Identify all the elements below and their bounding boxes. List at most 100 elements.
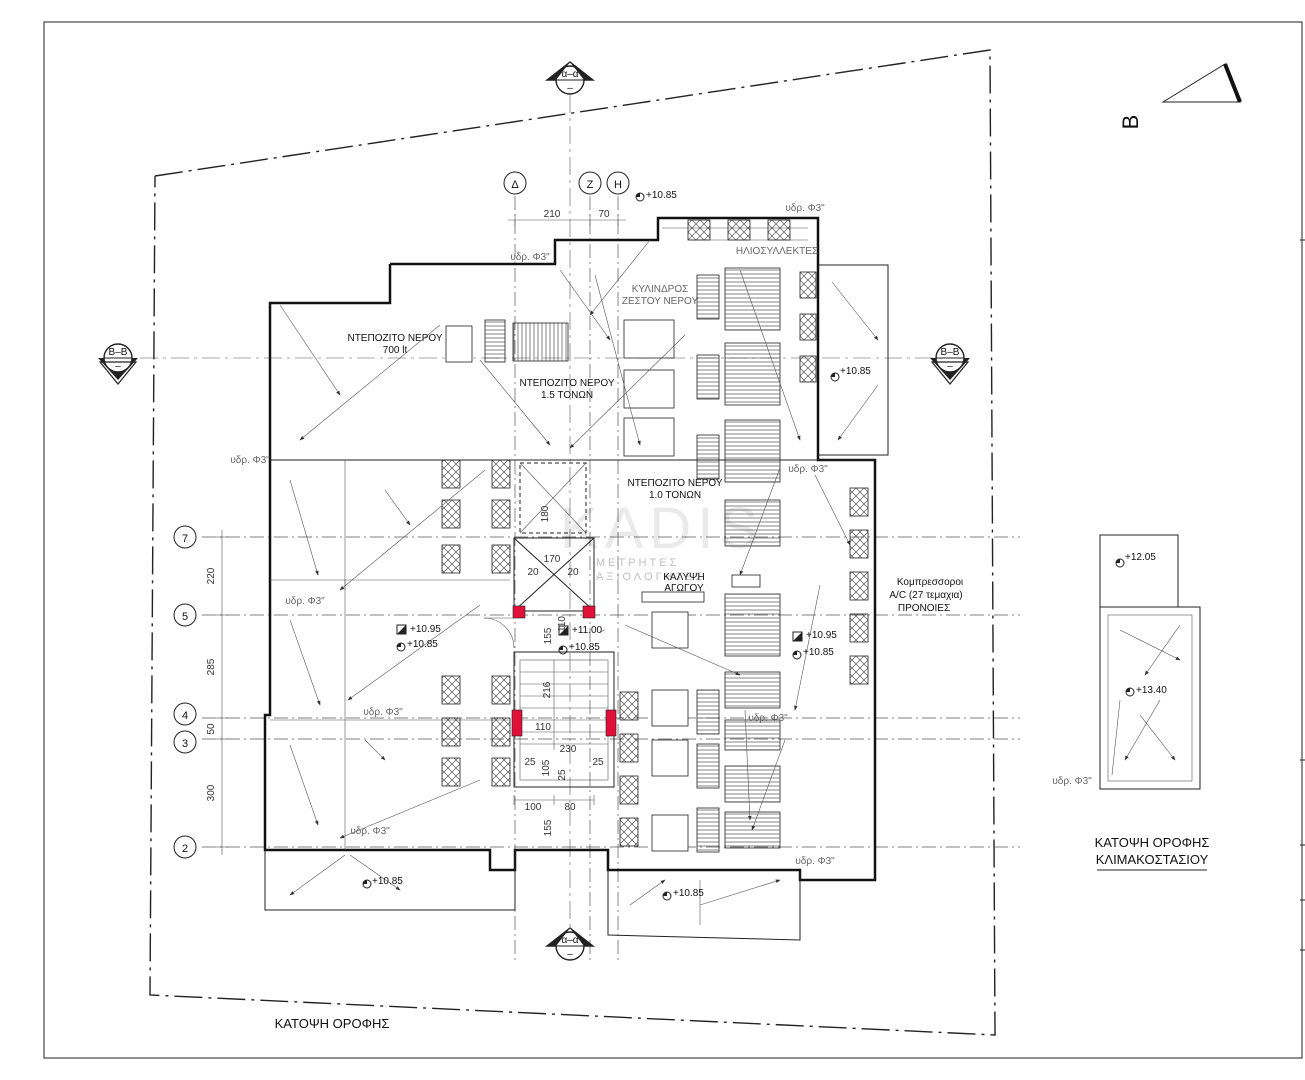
svg-text:4: 4 — [182, 710, 188, 722]
level-symbol-icon — [1125, 687, 1135, 697]
svg-text:25: 25 — [557, 769, 568, 781]
svg-text:υδρ. Φ3": υδρ. Φ3" — [748, 713, 788, 724]
svg-text:300: 300 — [206, 784, 217, 801]
level-symbol-icon — [396, 642, 406, 652]
svg-text:υδρ. Φ3": υδρ. Φ3" — [788, 464, 828, 475]
water-tank-1-5: ΝΤΕΠΟΖΙΤΟ ΝΕΡΟΥ 1.5 ΤΟΝΩΝ — [519, 319, 675, 457]
svg-text:25: 25 — [592, 757, 604, 768]
svg-text:α–α: α–α — [561, 69, 578, 80]
svg-text:υδρ. Φ3": υδρ. Φ3" — [363, 707, 403, 718]
grid-bubble-7: 7 — [173, 525, 197, 549]
svg-text:50: 50 — [206, 723, 217, 735]
svg-text:Β–Β: Β–Β — [941, 347, 960, 358]
sheet-border — [43, 21, 1303, 1059]
stair-core: 170 20 20 180 110 155 216 110 230 25 25 … — [483, 462, 617, 836]
left-dimension-chain: 220 285 50 300 — [206, 530, 228, 855]
duct-cover: ΚΑΛΥΨΗ ΑΓΩΓΟΥ — [641, 572, 761, 603]
svg-text:ΑΞΙΟΛΟΓΗΤΕΣ: ΑΞΙΟΛΟΓΗΤΕΣ — [596, 571, 705, 583]
grid-bubble-zeta: Ζ — [578, 171, 602, 195]
svg-text:ΚΑΛΥΨΗ: ΚΑΛΥΨΗ — [663, 572, 705, 583]
section-mark-aa-bottom: α–α – — [544, 927, 596, 961]
svg-text:5: 5 — [182, 611, 188, 623]
svg-text:230: 230 — [560, 744, 577, 755]
svg-text:Ζ: Ζ — [587, 179, 594, 191]
svg-text:Η: Η — [614, 179, 622, 191]
stair-roof-plan — [1099, 534, 1201, 790]
svg-text:180: 180 — [540, 505, 551, 522]
level-symbol-icon — [635, 192, 645, 202]
svg-text:1.5 ΤΟΝΩΝ: 1.5 ΤΟΝΩΝ — [541, 390, 593, 401]
svg-text:+11.00: +11.00 — [572, 625, 603, 636]
svg-text:700 lt: 700 lt — [383, 345, 408, 356]
svg-text:155: 155 — [543, 819, 554, 836]
grid-bubble-4: 4 — [173, 702, 197, 726]
svg-text:ΚΛΙΜΑΚΟΣΤΑΣΙΟΥ: ΚΛΙΜΑΚΟΣΤΑΣΙΟΥ — [1096, 852, 1209, 867]
section-mark-bb-left: Β–Β – — [98, 343, 138, 385]
svg-text:υδρ. Φ3": υδρ. Φ3" — [1052, 776, 1092, 787]
svg-text:285: 285 — [206, 658, 217, 675]
ac-compressors-note: Κομπρεσσοροι Α/C (27 τεμαχια) ΠΡΟΝΟΙΕΣ — [889, 577, 963, 614]
building-outline — [263, 216, 889, 941]
svg-text:25: 25 — [524, 757, 536, 768]
level-symbol-icon — [362, 879, 372, 889]
svg-text:+10.85: +10.85 — [673, 888, 704, 899]
grid-bubble-eta: Η — [606, 171, 630, 195]
svg-text:+10.95: +10.95 — [410, 624, 441, 635]
svg-text:υδρ. Φ3": υδρ. Φ3" — [230, 455, 270, 466]
svg-text:–: – — [567, 83, 573, 94]
svg-text:+10.85: +10.85 — [803, 647, 834, 658]
svg-text:+10.85: +10.85 — [569, 642, 600, 653]
water-tank-700: ΝΤΕΠΟΖΙΤΟ ΝΕΡΟΥ 700 lt — [347, 319, 569, 363]
svg-text:+12.05: +12.05 — [1125, 552, 1156, 563]
svg-text:υδρ. Φ3": υδρ. Φ3" — [510, 252, 550, 263]
column-marker — [511, 709, 523, 737]
column-marker — [605, 709, 617, 737]
svg-text:–: – — [115, 361, 121, 372]
svg-text:155: 155 — [543, 627, 554, 644]
svg-text:70: 70 — [598, 209, 610, 220]
svg-text:1.0 ΤΟΝΩΝ: 1.0 ΤΟΝΩΝ — [649, 490, 701, 501]
svg-text:+13.40: +13.40 — [1136, 685, 1167, 696]
svg-text:80: 80 — [564, 802, 576, 813]
grid-bubble-2: 2 — [173, 835, 197, 859]
svg-text:Κομπρεσσοροι: Κομπρεσσοροι — [897, 577, 963, 588]
svg-text:210: 210 — [544, 209, 561, 220]
column-marker — [512, 605, 526, 619]
svg-text:+10.85: +10.85 — [407, 639, 438, 650]
svg-text:ΜΕΤΡΗΤΕΣ: ΜΕΤΡΗΤΕΣ — [596, 557, 679, 569]
svg-text:170: 170 — [544, 554, 561, 565]
svg-text:216: 216 — [542, 681, 553, 698]
grid-bubble-3: 3 — [173, 730, 197, 754]
grid-bubble-5: 5 — [173, 603, 197, 627]
svg-text:υδρ. Φ3": υδρ. Φ3" — [285, 596, 325, 607]
svg-text:ΠΡΟΝΟΙΕΣ: ΠΡΟΝΟΙΕΣ — [898, 603, 950, 614]
level-markers: +10.85 +10.85 +10.95 +10.85 +11.00 +10.8… — [362, 190, 1167, 901]
svg-text:ΚΥΛΙΝΔΡΟΣ: ΚΥΛΙΝΔΡΟΣ — [632, 284, 689, 295]
drain-labels: υδρ. Φ3" υδρ. Φ3" υδρ. Φ3" υδρ. Φ3" υδρ.… — [230, 203, 1092, 867]
ac-compressor-units — [441, 219, 869, 847]
roof-slope-arrows — [279, 239, 879, 925]
column-marker — [582, 605, 596, 619]
section-mark-aa-top: α–α – — [544, 61, 596, 95]
svg-text:ΑΓΩΓΟΥ: ΑΓΩΓΟΥ — [664, 583, 704, 594]
svg-text:20: 20 — [527, 567, 539, 578]
svg-text:110: 110 — [535, 722, 551, 733]
svg-text:20: 20 — [567, 567, 579, 578]
level-symbol-icon — [1115, 558, 1125, 568]
svg-text:3: 3 — [182, 738, 188, 750]
svg-text:ΝΤΕΠΟΖΙΤΟ ΝΕΡΟΥ: ΝΤΕΠΟΖΙΤΟ ΝΕΡΟΥ — [347, 333, 442, 344]
level-symbol-icon — [662, 891, 672, 901]
svg-text:110: 110 — [557, 616, 568, 632]
hot-water-cylinder-label: ΚΥΛΙΝΔΡΟΣ ΖΕΣΤΟΥ ΝΕΡΟΥ — [622, 284, 699, 307]
svg-text:+10.85: +10.85 — [840, 366, 871, 377]
plot-boundary — [149, 49, 996, 1036]
solar-collector-panels — [696, 267, 781, 853]
svg-text:υδρ. Φ3": υδρ. Φ3" — [350, 826, 390, 837]
svg-text:Δ: Δ — [511, 179, 519, 191]
svg-text:ΚΑΤΟΨΗ ΟΡΟΦΗΣ: ΚΑΤΟΨΗ ΟΡΟΦΗΣ — [1095, 835, 1210, 850]
svg-text:ΝΤΕΠΟΖΙΤΟ ΝΕΡΟΥ: ΝΤΕΠΟΖΙΤΟ ΝΕΡΟΥ — [627, 478, 722, 489]
svg-text:+10.85: +10.85 — [372, 876, 403, 887]
svg-text:Β–Β: Β–Β — [109, 347, 128, 358]
north-letter: Β — [1118, 115, 1143, 130]
